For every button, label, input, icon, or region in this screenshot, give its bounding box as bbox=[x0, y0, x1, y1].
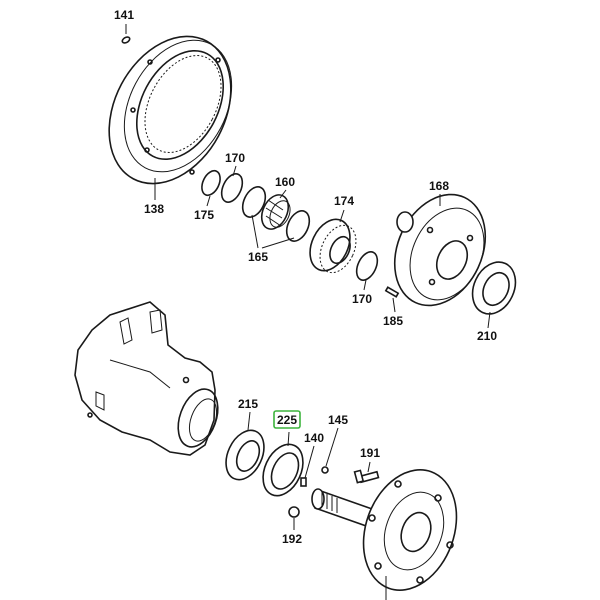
part-191-bolt[interactable] bbox=[353, 469, 380, 484]
part-138-ring-gear[interactable] bbox=[85, 15, 255, 204]
label-191[interactable]: 191 bbox=[360, 446, 380, 460]
part-168-planet-carrier[interactable] bbox=[377, 180, 502, 321]
part-174-gear[interactable] bbox=[302, 213, 363, 278]
output-flange-shaft[interactable] bbox=[311, 457, 473, 600]
part-140-pin[interactable] bbox=[300, 477, 307, 487]
part-210-seal[interactable] bbox=[464, 255, 523, 321]
part-215-bearing[interactable] bbox=[219, 424, 272, 485]
label-170-lower[interactable]: 170 bbox=[352, 292, 372, 306]
label-141[interactable]: 141 bbox=[114, 8, 134, 22]
label-165[interactable]: 165 bbox=[248, 250, 268, 264]
label-170-upper[interactable]: 170 bbox=[225, 151, 245, 165]
part-225-seal-ring[interactable] bbox=[255, 438, 310, 502]
label-185[interactable]: 185 bbox=[383, 314, 403, 328]
label-138[interactable]: 138 bbox=[144, 202, 164, 216]
part-141-pin[interactable] bbox=[121, 36, 131, 44]
label-225[interactable]: 225 bbox=[277, 413, 297, 427]
label-168[interactable]: 168 bbox=[429, 179, 449, 193]
part-165-washers[interactable] bbox=[238, 183, 314, 244]
part-170-snap-ring-lower[interactable] bbox=[353, 249, 382, 284]
part-145-pin[interactable] bbox=[321, 466, 329, 474]
label-192[interactable]: 192 bbox=[282, 532, 302, 546]
label-210[interactable]: 210 bbox=[477, 329, 497, 343]
part-192-plug[interactable] bbox=[288, 506, 300, 518]
highlight-box-225 bbox=[273, 410, 301, 429]
label-215[interactable]: 215 bbox=[238, 397, 258, 411]
label-140[interactable]: 140 bbox=[304, 431, 324, 445]
label-160[interactable]: 160 bbox=[275, 175, 295, 189]
part-175-snap-ring[interactable] bbox=[198, 168, 223, 198]
part-160-needle-bearing[interactable] bbox=[257, 191, 295, 234]
label-145[interactable]: 145 bbox=[328, 413, 348, 427]
part-170-snap-ring-upper[interactable] bbox=[218, 171, 247, 206]
label-175[interactable]: 175 bbox=[194, 208, 214, 222]
part-185-pin[interactable] bbox=[384, 286, 400, 298]
axle-housing[interactable] bbox=[74, 301, 225, 456]
label-174[interactable]: 174 bbox=[334, 194, 354, 208]
